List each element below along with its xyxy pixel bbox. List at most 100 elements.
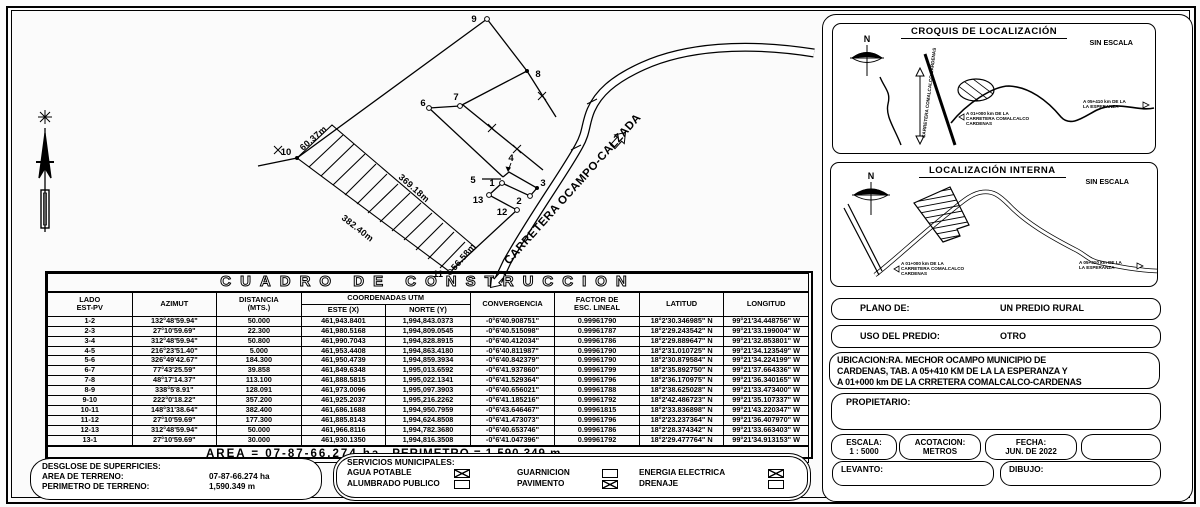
- escala-value: 1 : 5000: [849, 447, 879, 456]
- table-cell: 1,994,809.0545: [385, 325, 471, 337]
- table-cell: 18°2'28.374342" N: [638, 424, 725, 436]
- servicios-title: SERVICIOS MUNICIPALES:: [347, 457, 455, 467]
- svg-text:CARRETERA COMALCALCO: CARRETERA COMALCALCO: [966, 116, 1030, 121]
- table-cell: 0.99961786: [554, 424, 640, 436]
- checkbox-empty-icon: [602, 469, 618, 478]
- table-cell: 184.300: [216, 355, 302, 367]
- table-cell: 1,994,950.7959: [385, 404, 471, 416]
- table-cell: 13-1: [47, 434, 133, 447]
- svg-text:LA ESPERANZA: LA ESPERANZA: [1079, 265, 1115, 270]
- table-cell: 99°21'34.224199" W: [723, 355, 809, 367]
- levanto-box: LEVANTO:: [832, 461, 994, 486]
- table-cell: 0.99961790: [554, 345, 640, 357]
- table-cell: 0.99961796: [554, 414, 640, 426]
- table-cell: 18°2'29.889647" N: [638, 335, 725, 347]
- table-cell: 1,994,782.3680: [385, 424, 471, 436]
- table-cell: 22.300: [216, 325, 302, 337]
- ubicacion-line: UBICACION:RA. MECHOR OCAMPO MUNICIPIO DE: [837, 355, 1046, 365]
- table-cell: 99°21'36.340165" W: [723, 375, 809, 387]
- interna-dest-label: A 05+410 km DE LA LA ESPERANZA: [1079, 260, 1123, 270]
- interna-map: N A 01+000 km DE LA CARRETERA COMALCALCO…: [843, 171, 1158, 277]
- table-cell: 461,990.7043: [300, 335, 387, 347]
- table-cell: 99°21'33.663403" W: [723, 424, 809, 436]
- table-cell: 1,994,843.0373: [385, 315, 471, 327]
- road-carretera-ocampo-calzada: [493, 42, 815, 283]
- dibujo-box: DIBUJO:: [1000, 461, 1161, 486]
- table-cell: 461,973.0096: [300, 385, 387, 397]
- table-cell: 99°21'36.407970" W: [723, 414, 809, 426]
- col-este: ESTE (X): [300, 303, 387, 317]
- table-cell: 0.99961792: [554, 395, 640, 406]
- hatched-strip: [296, 124, 477, 273]
- table-cell: 18°2'38.625028" N: [638, 385, 725, 397]
- table-cell: 326°49'42.67": [131, 355, 218, 367]
- table-cell: 0.99961790: [554, 355, 640, 367]
- dibujo-label: DIBUJO:: [1009, 464, 1044, 474]
- col-longitud: LONGITUD: [723, 291, 809, 317]
- table-cell: 128.091: [216, 385, 302, 397]
- table-cell: 50.000: [216, 424, 302, 436]
- svg-text:9: 9: [471, 14, 476, 25]
- checkbox-checked-icon: [768, 469, 784, 478]
- acotacion-label: ACOTACION:: [914, 437, 966, 447]
- table-cell: 148°31'38.64": [131, 404, 218, 416]
- croquis-title: CROQUIS DE LOCALIZACIÓN: [901, 26, 1068, 39]
- table-cell: 113.100: [216, 375, 302, 387]
- table-cell: 222°0'18.22": [131, 395, 218, 406]
- table-cell: 2-3: [47, 325, 133, 337]
- propietario-label: PROPIETARIO:: [846, 397, 911, 407]
- table-cell: 99°21'33.473400" W: [723, 385, 809, 397]
- col-coordenadas: COORDENADAS UTM: [300, 291, 471, 305]
- table-cell: -0°6'40.412034": [469, 335, 556, 347]
- area-value: 07-87-66.274 ha: [209, 472, 270, 481]
- table-cell: 18°2'33.836898" N: [638, 404, 725, 416]
- table-cell: 99°21'37.664336" W: [723, 365, 809, 377]
- title-block-panel: CROQUIS DE LOCALIZACIÓN SIN ESCALA N: [822, 14, 1193, 502]
- table-cell: -0°6'41.529364": [469, 375, 556, 387]
- table-cell: 461,943.8401: [300, 315, 387, 327]
- table-cell: 99°21'32.853801" W: [723, 335, 809, 347]
- empty-oval-box: [1081, 434, 1161, 460]
- desglose-title: DESGLOSE DE SUPERFICIES:: [42, 462, 161, 471]
- table-cell: 461,980.5168: [300, 325, 387, 337]
- table-cell: 461,930.1350: [300, 434, 387, 447]
- table-cell: -0°6'40.811987": [469, 345, 556, 357]
- svg-text:12: 12: [497, 207, 508, 218]
- table-cell: 5-6: [47, 355, 133, 367]
- table-cell: 18°2'30.346985" N: [638, 315, 725, 327]
- col-azimut: AZIMUT: [131, 291, 218, 317]
- interna-km-label: A 01+000 km DE LA CARRETERA COMALCALCO C…: [901, 261, 965, 276]
- table-cell: 461,925.2037: [300, 395, 387, 406]
- table-cell: 312°48'59.94": [131, 335, 218, 347]
- svg-text:A 01+000 km DE LA: A 01+000 km DE LA: [966, 111, 1010, 116]
- table-cell: -0°6'41.047396": [469, 434, 556, 447]
- table-cell: 461,950.4739: [300, 355, 387, 367]
- svg-text:5: 5: [470, 175, 476, 186]
- table-cell: 216°23'51.40": [131, 345, 218, 357]
- col-norte: NORTE (Y): [385, 303, 471, 317]
- table-cell: 10-11: [47, 404, 133, 416]
- table-cell: -0°6'41.185216": [469, 395, 556, 406]
- escala-label: ESCALA:: [846, 437, 882, 447]
- table-cell: 0.99961787: [554, 325, 640, 337]
- col-latitud: LATITUD: [638, 291, 725, 317]
- svg-text:CARRETERA COMALCALCO: CARRETERA COMALCALCO: [901, 266, 965, 271]
- svg-text:7: 7: [453, 92, 458, 103]
- plano-de-label: PLANO DE:: [860, 303, 910, 313]
- croquis-dest-label: A 05+410 km DE LA LA ESPERANZA: [1083, 99, 1127, 109]
- svg-text:382.40m: 382.40m: [340, 213, 376, 244]
- table-cell: 27°10'59.69": [131, 414, 218, 426]
- ubicacion-box: UBICACION:RA. MECHOR OCAMPO MUNICIPIO DE…: [829, 352, 1160, 389]
- svg-text:A 01+000 km DE LA: A 01+000 km DE LA: [901, 261, 945, 266]
- ubicacion-line: CARDENAS, TAB. A 05+410 KM DE LA LA ESPE…: [837, 366, 1068, 376]
- table-cell: 1,994,828.8915: [385, 335, 471, 347]
- table-cell: 3-4: [47, 335, 133, 347]
- uso-label: USO DEL PREDIO:: [860, 331, 940, 341]
- road-name-label: CARRETERA OCAMPO-CALZADA: [502, 112, 643, 267]
